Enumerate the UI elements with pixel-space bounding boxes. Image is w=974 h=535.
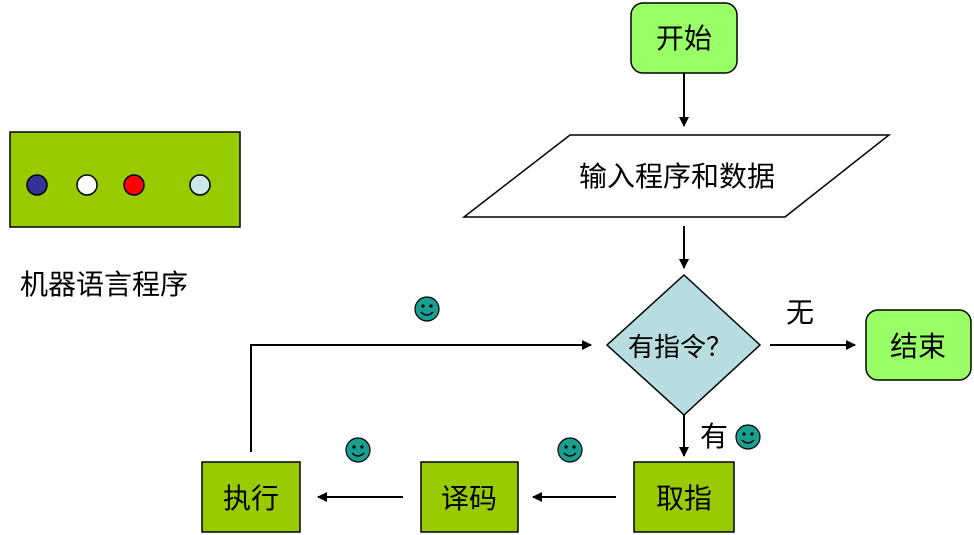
no-label: 无 (786, 296, 814, 329)
smiley-icon (557, 437, 583, 463)
smiley-icon (414, 296, 440, 322)
program-dot-3 (123, 174, 145, 196)
decision-node: 有指令？ (605, 273, 762, 417)
machine-program-block: 机器语言程序 (9, 131, 241, 301)
yes-label: 有 (700, 420, 728, 453)
input-node: 输入程序和数据 (461, 134, 892, 218)
end-node: 结束 (865, 309, 972, 381)
fetch-node: 取指 (633, 461, 735, 533)
start-node: 开始 (630, 2, 738, 74)
program-dot-2 (76, 174, 98, 196)
execute-label: 执行 (223, 482, 279, 515)
start-label: 开始 (656, 22, 712, 55)
machine-program-caption: 机器语言程序 (20, 268, 188, 301)
program-dot-1 (26, 174, 48, 196)
smiley-icon (735, 424, 761, 450)
decode-label: 译码 (441, 482, 497, 515)
smiley-icon (345, 437, 371, 463)
execute-node: 执行 (201, 461, 301, 533)
end-label: 结束 (890, 330, 946, 363)
arrow-execute-decision (250, 340, 592, 452)
fetch-label: 取指 (656, 482, 712, 515)
decode-node: 译码 (420, 461, 519, 533)
input-label: 输入程序和数据 (579, 160, 775, 193)
decision-label: 有指令？ (628, 333, 732, 363)
program-dot-4 (189, 174, 211, 196)
